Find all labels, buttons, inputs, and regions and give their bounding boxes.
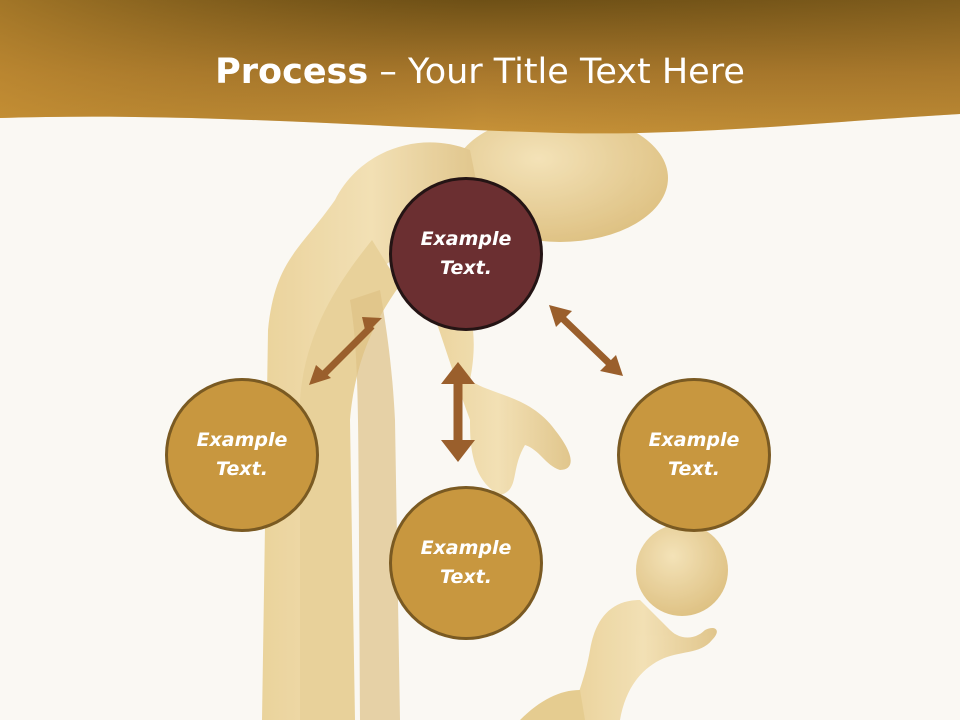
node-left-circle[interactable]: Example Text. xyxy=(165,378,319,532)
node-right-circle[interactable]: Example Text. xyxy=(617,378,771,532)
node-left-label: Example Text. xyxy=(196,429,288,480)
arrow-top-left xyxy=(309,317,382,385)
slide-title: Process – Your Title Text Here xyxy=(0,52,960,92)
node-bottom-circle[interactable]: Example Text. xyxy=(389,486,543,640)
node-top-label: Example Text. xyxy=(420,228,512,279)
node-top-circle[interactable]: Example Text. xyxy=(389,177,543,331)
header-band xyxy=(0,0,960,134)
title-rest: – Your Title Text Here xyxy=(368,52,745,92)
node-right-label: Example Text. xyxy=(648,429,740,480)
arrow-vertical xyxy=(441,362,475,462)
small-figure xyxy=(520,524,728,720)
arrow-top-right xyxy=(549,305,623,376)
node-bottom-label: Example Text. xyxy=(420,537,512,588)
title-bold-word: Process xyxy=(215,52,369,92)
